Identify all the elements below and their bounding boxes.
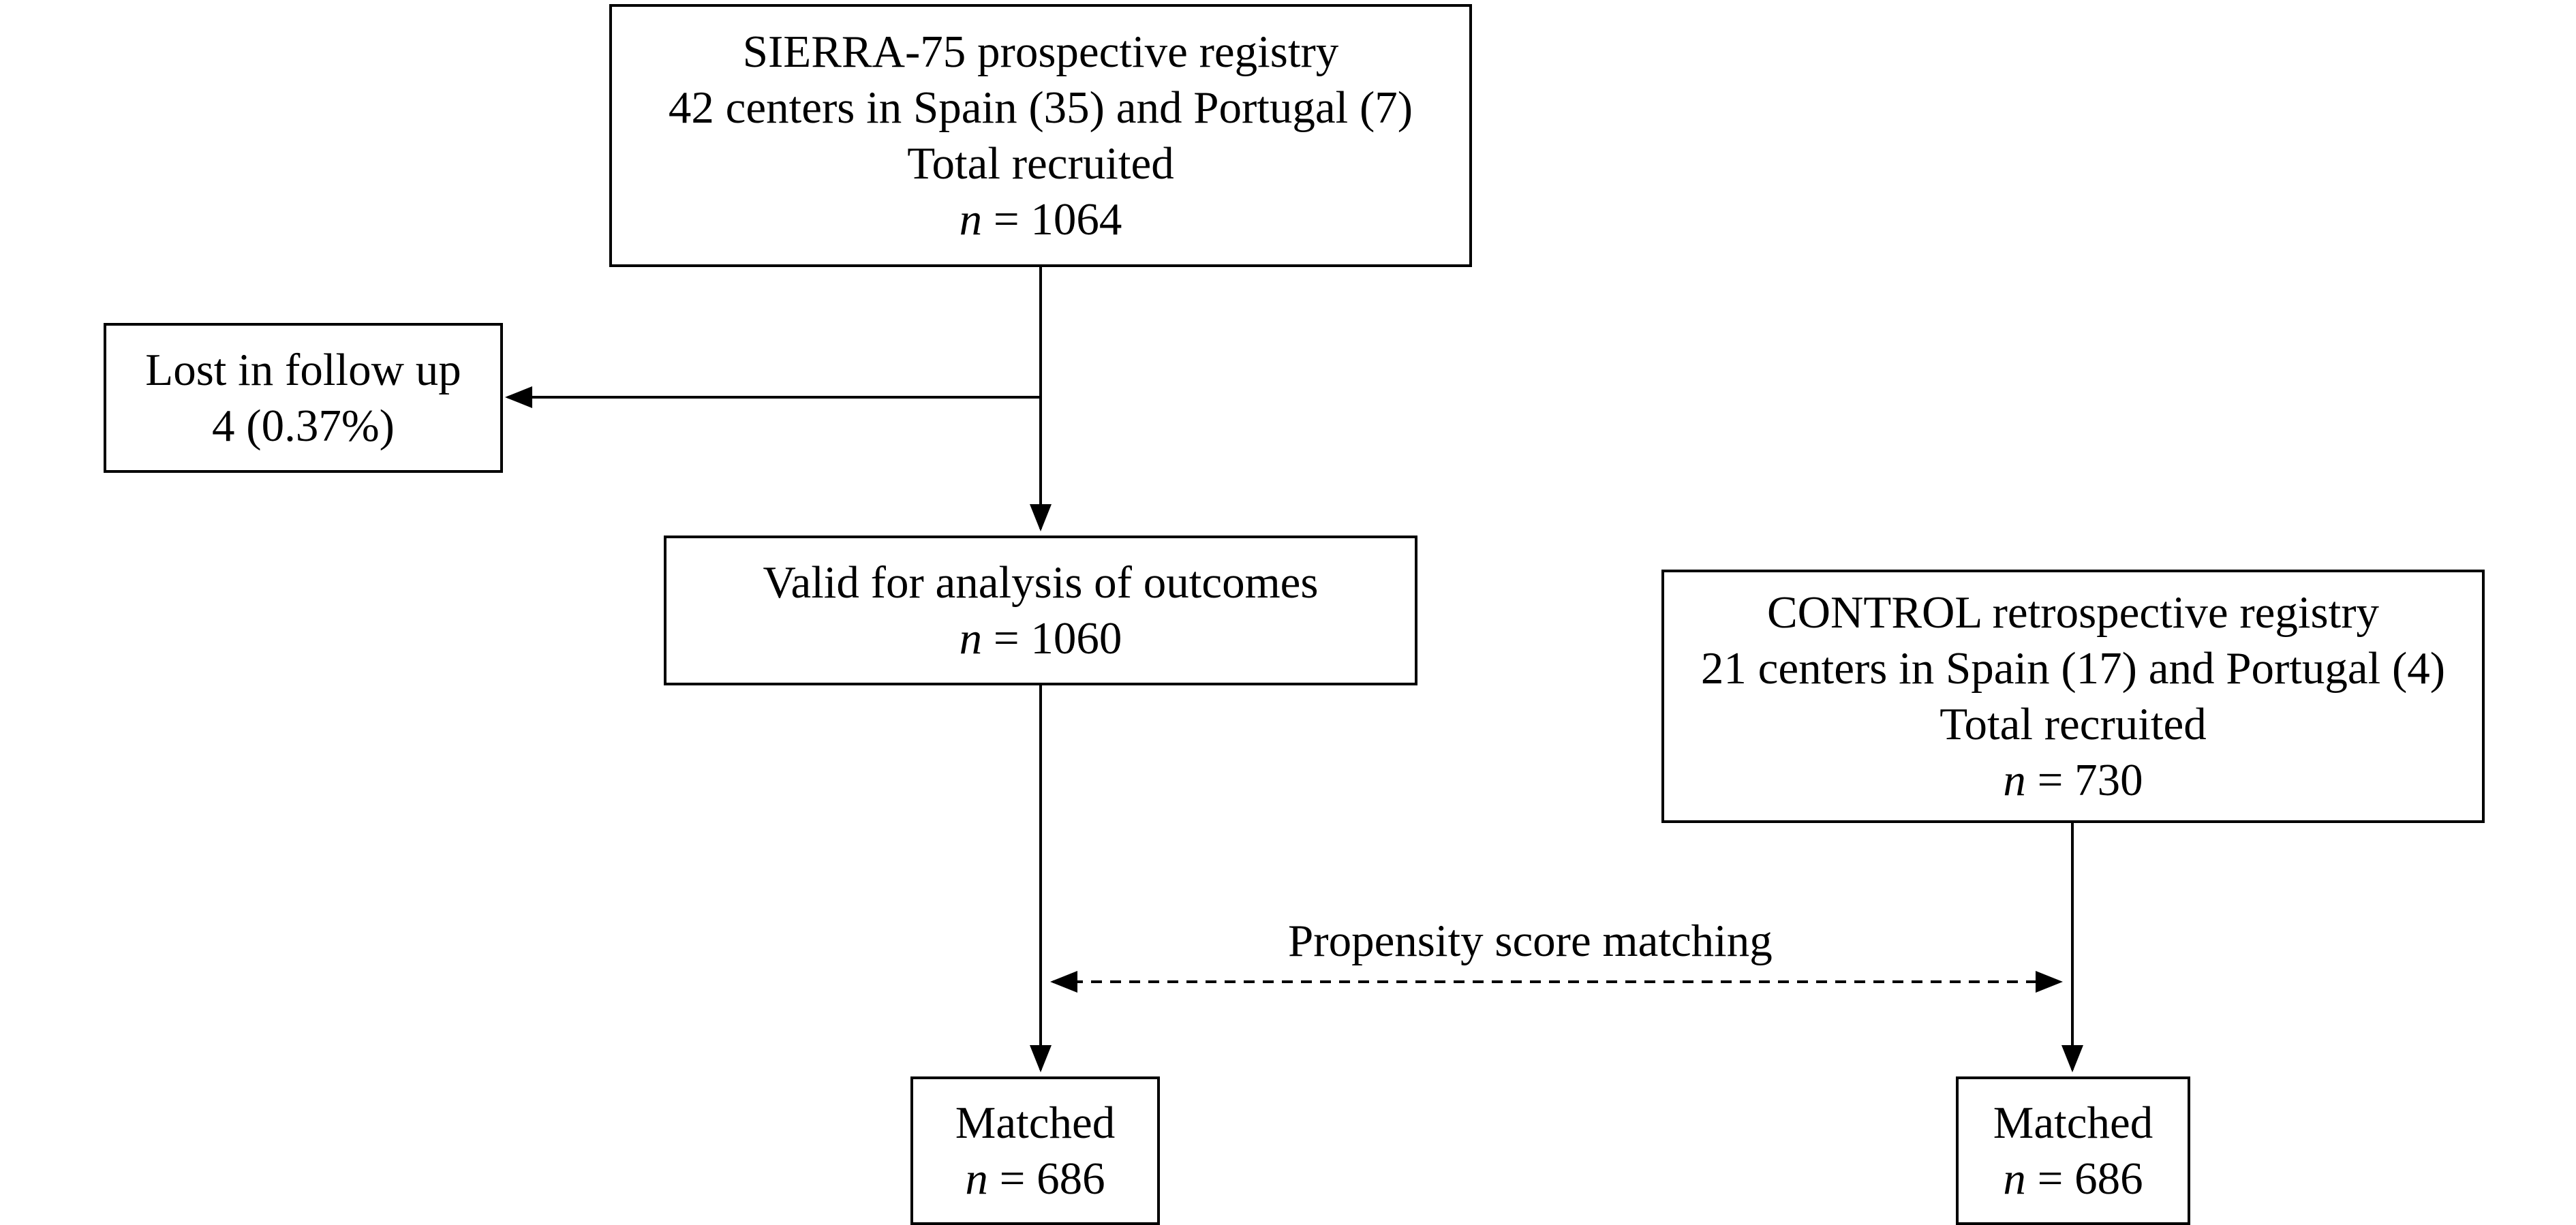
matched-right-n: n = 686 xyxy=(2003,1151,2143,1207)
matched-right-box: Matched n = 686 xyxy=(1956,1076,2190,1225)
sierra-total-label: Total recruited xyxy=(907,138,1174,189)
control-total-label: Total recruited xyxy=(1939,699,2207,749)
valid-n-value: = 1060 xyxy=(993,613,1122,664)
sierra-n-value: = 1064 xyxy=(993,194,1122,245)
matched-left-n: n = 686 xyxy=(965,1151,1105,1207)
control-n-value: = 730 xyxy=(2037,755,2143,805)
control-title: CONTROL retrospective registry xyxy=(1766,587,2380,638)
sierra-n-symbol: n xyxy=(959,194,983,245)
sierra-registry-box: SIERRA-75 prospective registry 42 center… xyxy=(609,4,1472,267)
matched-right-n-value: = 686 xyxy=(2037,1153,2143,1204)
propensity-label: Propensity score matching xyxy=(1288,916,1773,966)
matched-left-n-value: = 686 xyxy=(999,1153,1105,1204)
sierra-centers: 42 centers in Spain (35) and Portugal (7… xyxy=(668,82,1413,133)
control-registry-box: CONTROL retrospective registry 21 center… xyxy=(1661,570,2485,823)
valid-n: n = 1060 xyxy=(960,610,1122,666)
control-centers: 21 centers in Spain (17) and Portugal (4… xyxy=(1700,643,2446,694)
control-n-symbol: n xyxy=(2003,755,2026,805)
valid-n-symbol: n xyxy=(959,613,983,664)
matched-right-label: Matched xyxy=(1993,1098,2153,1148)
matched-left-label: Matched xyxy=(955,1098,1116,1148)
control-n: n = 730 xyxy=(2003,752,2143,808)
lost-label: Lost in follow up xyxy=(145,345,461,395)
sierra-n: n = 1064 xyxy=(960,191,1122,247)
sierra-title: SIERRA-75 prospective registry xyxy=(742,27,1339,77)
matched-left-box: Matched n = 686 xyxy=(910,1076,1160,1225)
valid-analysis-box: Valid for analysis of outcomes n = 1060 xyxy=(664,536,1417,685)
matched-left-n-symbol: n xyxy=(965,1153,988,1204)
lost-follow-up-box: Lost in follow up 4 (0.37%) xyxy=(104,323,503,473)
valid-label: Valid for analysis of outcomes xyxy=(763,557,1319,608)
lost-count: 4 (0.37%) xyxy=(212,401,395,451)
matched-right-n-symbol: n xyxy=(2003,1153,2026,1204)
